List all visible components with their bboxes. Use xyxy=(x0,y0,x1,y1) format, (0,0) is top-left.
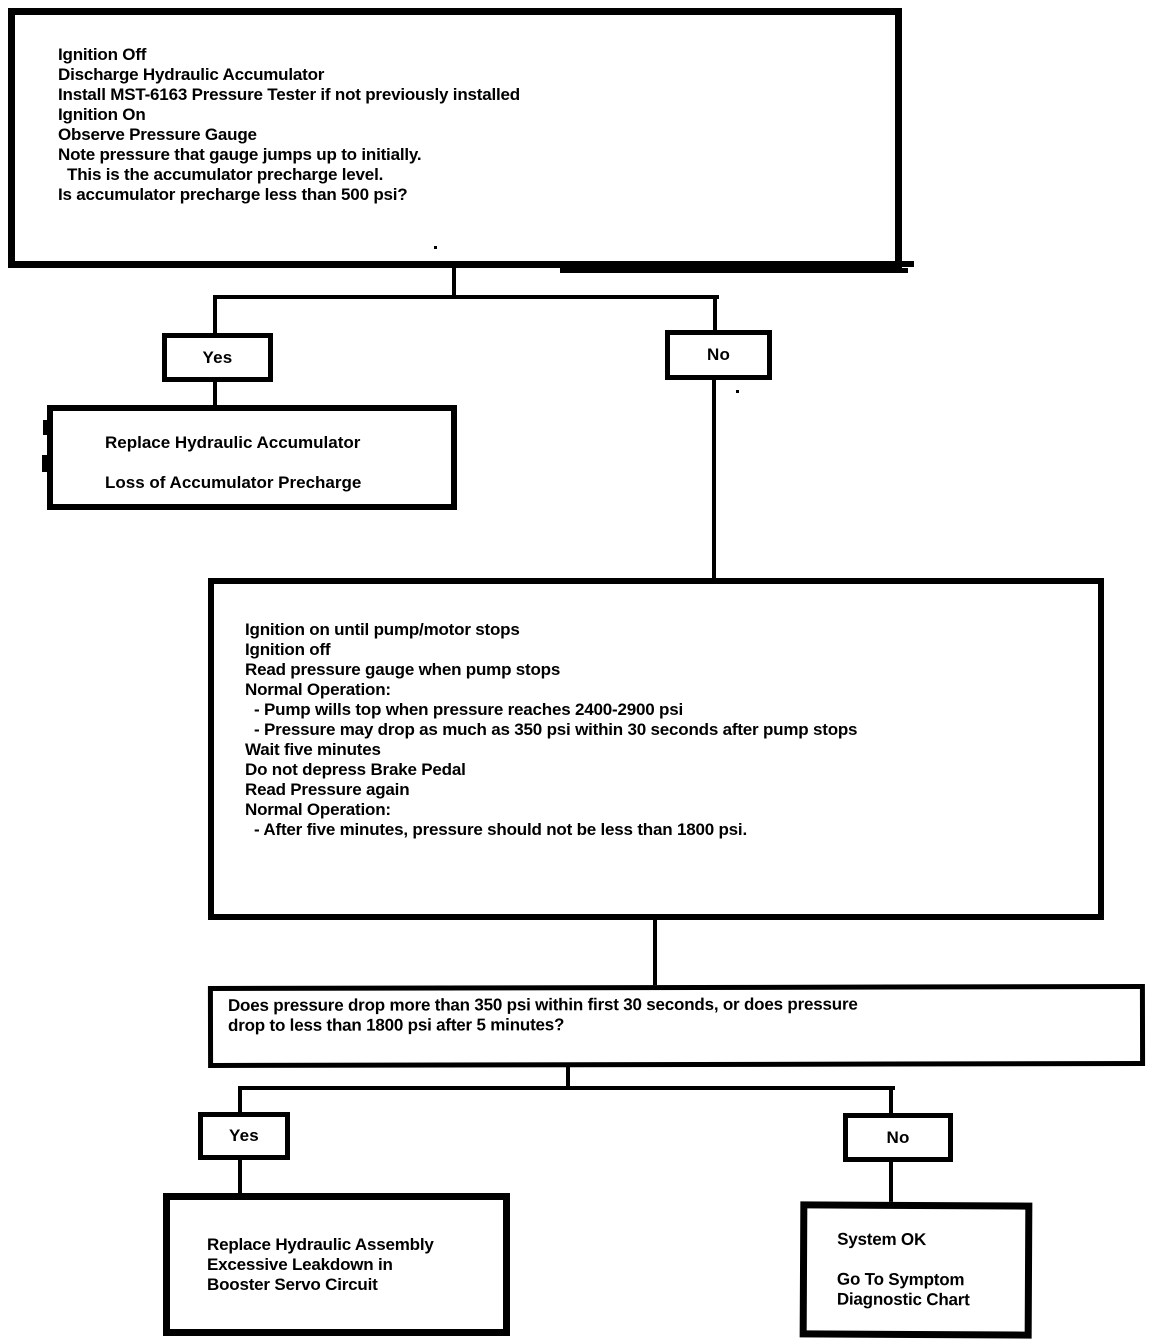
step2-line: Normal Operation: xyxy=(245,680,391,699)
connector-branch1-horizontal xyxy=(213,295,719,299)
scan-artifact-stroke xyxy=(560,268,908,273)
scan-artifact-bump xyxy=(43,420,51,435)
result-leakdown-box: Replace Hydraulic Assembly Excessive Lea… xyxy=(163,1193,510,1336)
step1-line: Discharge Hydraulic Accumulator xyxy=(58,65,325,84)
step2-line: Read pressure gauge when pump stops xyxy=(245,660,561,679)
step1-line: Is accumulator precharge less than 500 p… xyxy=(58,185,408,204)
step1-procedure-box: Ignition Off Discharge Hydraulic Accumul… xyxy=(8,8,902,268)
question2-line2: drop to less than 1800 psi after 5 minut… xyxy=(227,1015,565,1035)
step1-line: Note pressure that gauge jumps up to ini… xyxy=(58,145,422,164)
connector-step2-to-question xyxy=(653,918,657,987)
result-leakdown-line: Excessive Leakdown in xyxy=(207,1255,393,1274)
connector-branch2-no-drop xyxy=(889,1086,893,1115)
step1-line: This is the accumulator precharge level. xyxy=(58,165,384,184)
branch2-yes-label: Yes xyxy=(229,1126,259,1145)
connector-branch1-no-drop xyxy=(713,295,717,332)
step2-line: Ignition off xyxy=(245,640,331,659)
branch1-no-label: No xyxy=(706,345,731,364)
branch1-no-box: No xyxy=(665,330,772,380)
result-ok-box: System OK Go To Symptom Diagnostic Chart xyxy=(799,1201,1033,1339)
question2-box: Does pressure drop more than 350 psi wit… xyxy=(207,984,1146,1068)
connector-no1-to-step2 xyxy=(712,378,716,580)
connector-no2-to-result xyxy=(889,1160,893,1204)
step2-line: Wait five minutes xyxy=(245,740,381,759)
step1-line: Ignition On xyxy=(58,105,146,124)
step2-line: Do not depress Brake Pedal xyxy=(245,760,466,779)
result-ok-line2: Go To Symptom xyxy=(836,1269,965,1290)
step2-line: - After five minutes, pressure should no… xyxy=(245,820,747,839)
branch2-no-box: No xyxy=(843,1113,953,1162)
step1-text: Ignition Off Discharge Hydraulic Accumul… xyxy=(58,45,520,205)
step2-line: - Pressure may drop as much as 350 psi w… xyxy=(245,720,858,739)
result-ok-text: System OK Go To Symptom Diagnostic Chart xyxy=(837,1230,970,1311)
branch2-yes-box: Yes xyxy=(198,1112,290,1160)
result-leakdown-text: Replace Hydraulic Assembly Excessive Lea… xyxy=(207,1235,434,1295)
result-leakdown-line: Booster Servo Circuit xyxy=(207,1275,378,1294)
step2-procedure-box: Ignition on until pump/motor stops Ignit… xyxy=(208,578,1104,920)
step2-line: - Pump wills top when pressure reaches 2… xyxy=(245,700,683,719)
result-precharge-box: Replace Hydraulic Accumulator Loss of Ac… xyxy=(47,405,457,510)
branch1-yes-box: Yes xyxy=(162,333,273,382)
scan-artifact-dot xyxy=(434,246,437,249)
connector-step1-down xyxy=(452,266,456,299)
step2-line: Ignition on until pump/motor stops xyxy=(245,620,520,639)
branch1-yes-label: Yes xyxy=(202,347,233,367)
scan-artifact-overshoot xyxy=(896,261,914,267)
scan-artifact-bump xyxy=(42,455,51,472)
scan-artifact-dot xyxy=(736,390,739,393)
result-precharge-line1: Replace Hydraulic Accumulator xyxy=(105,433,361,452)
step1-line: Install MST-6163 Pressure Tester if not … xyxy=(58,85,520,104)
connector-branch1-yes-drop xyxy=(213,295,217,335)
result-ok-line1: System OK xyxy=(837,1229,927,1250)
connector-branch2-horizontal xyxy=(238,1086,895,1090)
connector-yes1-to-result xyxy=(213,380,217,407)
step2-line: Read Pressure again xyxy=(245,780,410,799)
connector-yes2-to-result xyxy=(238,1158,242,1195)
branch2-no-label: No xyxy=(886,1127,910,1147)
question2-text: Does pressure drop more than 350 psi wit… xyxy=(228,995,858,1036)
step2-line: Normal Operation: xyxy=(245,800,391,819)
question2-line1: Does pressure drop more than 350 psi wit… xyxy=(227,994,858,1015)
step2-text: Ignition on until pump/motor stops Ignit… xyxy=(245,620,858,840)
connector-branch2-yes-drop xyxy=(238,1086,242,1114)
result-ok-line3: Diagnostic Chart xyxy=(836,1289,970,1310)
step1-line: Observe Pressure Gauge xyxy=(58,125,257,144)
result-leakdown-line: Replace Hydraulic Assembly xyxy=(207,1235,434,1254)
connector-question-down xyxy=(566,1065,570,1090)
result-precharge-line2: Loss of Accumulator Precharge xyxy=(105,473,362,492)
step1-line: Ignition Off xyxy=(58,45,147,64)
